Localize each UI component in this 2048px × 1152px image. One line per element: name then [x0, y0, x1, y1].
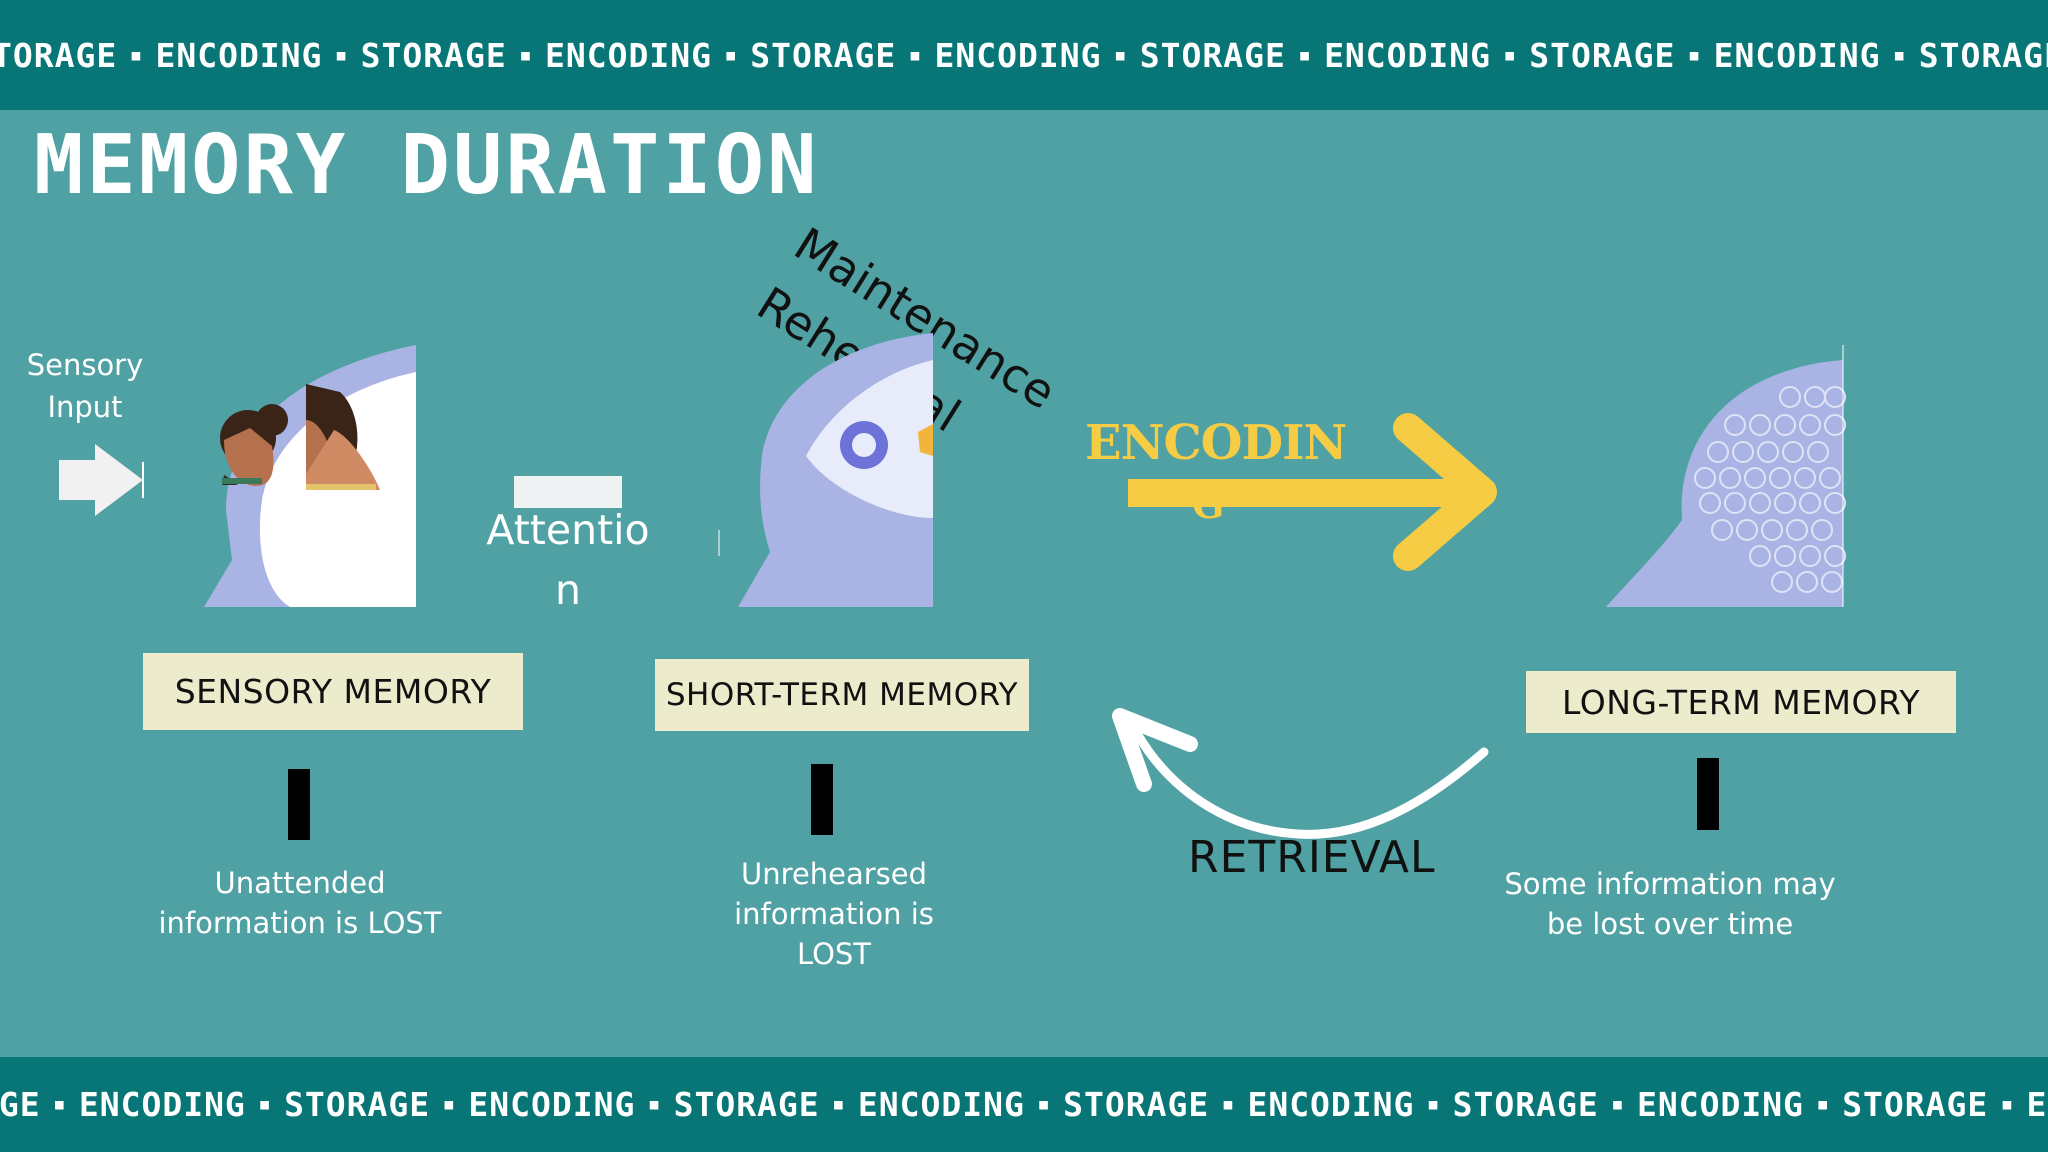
ticker-word: STORAGE [673, 1085, 820, 1124]
retrieval-arrow-icon [1112, 708, 1489, 839]
ticker-word: ENCODING [1636, 1085, 1804, 1124]
sensory-tick-mark [288, 769, 310, 840]
ticker-word: ENCODING [545, 35, 712, 75]
ticker-separator-icon: ▪ [334, 42, 349, 68]
ticker-separator-icon: ▪ [518, 42, 533, 68]
ticker-word: STORAGE [1063, 1085, 1210, 1124]
short-term-memory-label: SHORT-TERM MEMORY [655, 659, 1029, 731]
ticker-word: STORAGE [1529, 35, 1676, 75]
sensory-note-line-2: information is LOST [158, 906, 442, 940]
sensory-memory-label: SENSORY MEMORY [143, 653, 523, 730]
long-term-tick-mark [1697, 758, 1719, 830]
ticker-separator-icon: ▪ [1503, 42, 1518, 68]
ticker-word: STORAGE [1452, 1085, 1599, 1124]
short-term-note-line-2: information is [734, 897, 934, 931]
attention-bar [514, 476, 622, 508]
ticker-word: STORAGE [1842, 1085, 1989, 1124]
sensory-note: Unattended information is LOST [140, 863, 460, 943]
ticker-word: STORAGE [360, 35, 507, 75]
short-term-memory-label-text: SHORT-TERM MEMORY [665, 677, 1019, 713]
sensory-note-line-1: Unattended [214, 866, 386, 900]
encoding-label: ENCODIN [1085, 415, 1347, 471]
ticker-separator-icon: ▪ [442, 1092, 457, 1117]
encoding-arrow-icon [1128, 413, 1497, 571]
ticker-word: STORAGE [1139, 35, 1286, 75]
bottom-ticker-band: AGE ▪ ENCODING ▪ STORAGE ▪ ENCODING ▪ STORAGE ▪ EN… [0, 1057, 2048, 1152]
ticker-separator-icon: ▪ [908, 42, 923, 68]
page-title: MEMORY DURATION [34, 118, 820, 213]
ticker-word: AGE [0, 1085, 41, 1124]
long-term-note-line-2: be lost over time [1546, 907, 1794, 941]
woman-face-icon [220, 404, 288, 486]
ticker-word: ENCODIN [2026, 1085, 2048, 1124]
long-term-note: Some information may be lost over time [1470, 864, 1870, 944]
attention-label: Attention [486, 506, 650, 614]
long-term-memory-label: LONG-TERM MEMORY [1526, 671, 1956, 733]
ticker-word: STORAGE [1918, 35, 2048, 75]
ticker-separator-icon: ▪ [1036, 1092, 1052, 1117]
ticker-separator-icon: ▪ [129, 42, 144, 68]
encoding-label-main: ENCODIN [1085, 415, 1347, 471]
long-term-head-icon [1606, 345, 1846, 607]
top-ticker-band: TORAGE ▪ ENCODING ▪ STORAGE ▪ ENCODING ▪ STORAGE… [0, 0, 2048, 110]
ticker-separator-icon: ▪ [52, 1092, 67, 1117]
short-term-note-line-1: Unrehearsed [740, 857, 927, 891]
ticker-separator-icon: ▪ [1610, 1092, 1625, 1117]
short-term-tick-mark [811, 764, 833, 835]
sensory-input-label: Sensory Input [18, 344, 152, 428]
ticker-word: ENCODING [1247, 1085, 1415, 1124]
ticker-word: ENCODING [468, 1085, 636, 1124]
long-term-note-line-1: Some information may [1504, 867, 1836, 901]
sensory-input-line-1: Sensory [26, 348, 144, 382]
ticker-word: ENCODING [857, 1085, 1025, 1124]
neuron-pattern-icon [1694, 386, 1846, 593]
short-term-head-icon [718, 333, 933, 607]
ticker-word: ENCODING [155, 35, 323, 75]
ticker-separator-icon: ▪ [1892, 42, 1907, 68]
ticker-separator-icon: ▪ [1113, 42, 1128, 68]
ticker-separator-icon: ▪ [831, 1092, 846, 1117]
encoding-label-tail: G [1192, 486, 1225, 526]
ticker-separator-icon: ▪ [1297, 42, 1313, 68]
short-term-note-line-3: LOST [796, 937, 872, 971]
ticker-word: STORAGE [750, 35, 897, 75]
ticker-separator-icon: ▪ [647, 1092, 662, 1117]
long-term-memory-label-text: LONG-TERM MEMORY [1562, 682, 1920, 722]
ticker-word: ENCODING [934, 35, 1102, 75]
ticker-separator-icon: ▪ [2000, 1092, 2015, 1117]
bottom-ticker: AGE ▪ ENCODING ▪ STORAGE ▪ ENCODING ▪ STORAGE ▪ EN… [0, 1057, 2048, 1152]
ticker-separator-icon: ▪ [1687, 42, 1702, 68]
ticker-word: ENCODING [1713, 35, 1881, 75]
ticker-separator-icon: ▪ [1221, 1092, 1236, 1117]
sensory-memory-label-text: SENSORY MEMORY [174, 672, 492, 711]
top-ticker: TORAGE ▪ ENCODING ▪ STORAGE ▪ ENCODING ▪ STORAGE… [0, 0, 2048, 110]
woman-covering-ear-icon [306, 384, 380, 490]
sensory-head-icon [204, 345, 416, 607]
ticker-word: TORAGE [0, 35, 118, 75]
ticker-separator-icon: ▪ [723, 42, 739, 68]
ticker-separator-icon: ▪ [1426, 1092, 1441, 1117]
ticker-separator-icon: ▪ [257, 1092, 273, 1117]
short-term-note: Unrehearsed information is LOST [694, 854, 974, 974]
retrieval-label: RETRIEVAL [1188, 832, 1436, 883]
ticker-word: ENCODING [78, 1085, 246, 1124]
sensory-input-arrow-icon [59, 444, 144, 516]
sensory-input-line-2: Input [47, 390, 123, 424]
ticker-separator-icon: ▪ [1815, 1092, 1831, 1117]
ticker-word: ENCODING [1324, 35, 1492, 75]
ticker-word: STORAGE [284, 1085, 431, 1124]
